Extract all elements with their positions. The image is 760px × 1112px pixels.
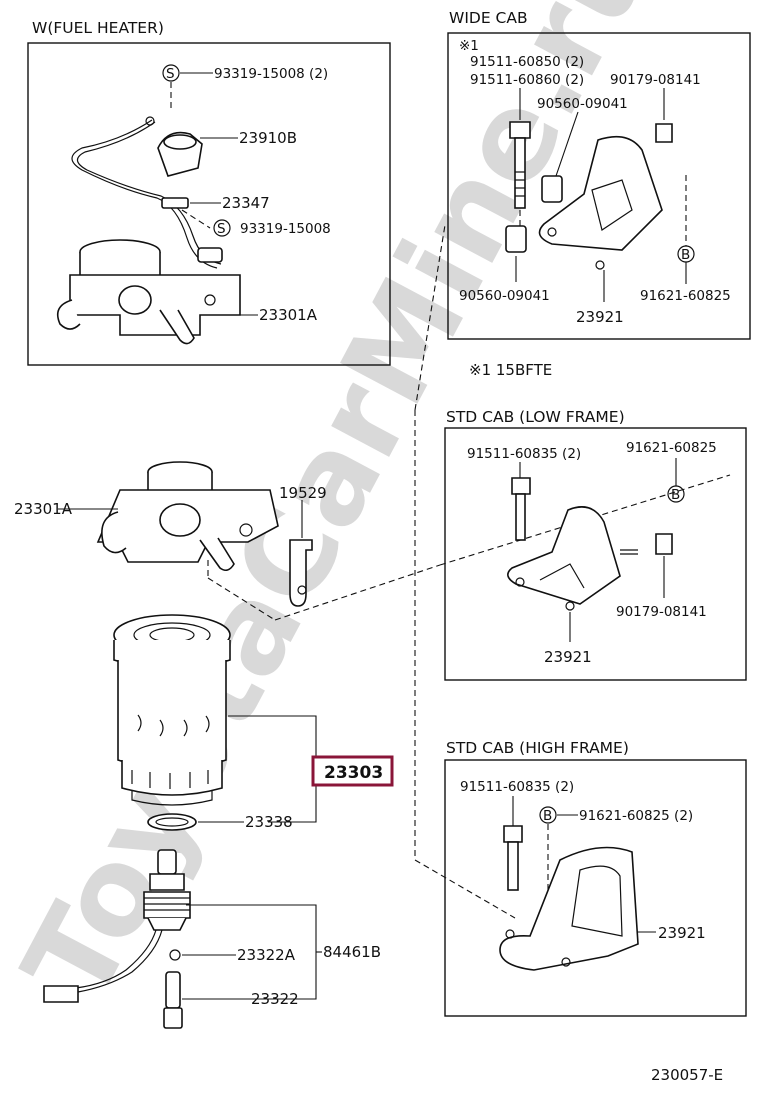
label-91511-60835-high: 91511-60835 (2) <box>460 779 574 795</box>
bolt <box>511 477 531 541</box>
label-90179-08141-low: 90179-08141 <box>616 604 707 620</box>
wide-cab-box <box>447 32 751 340</box>
std-high-title: STD CAB (HIGH FRAME) <box>446 739 629 757</box>
note-mark: ※1 <box>459 38 479 54</box>
label-23921-high: 23921 <box>658 924 706 942</box>
bracket-23921 <box>499 846 639 971</box>
label-23338: 23338 <box>245 813 293 831</box>
label-23322: 23322 <box>251 990 299 1008</box>
bracket-19529 <box>289 539 313 607</box>
engine-note: ※1 15BFTE <box>469 361 552 379</box>
fuel-filter-element <box>113 614 231 806</box>
s-mark-icon <box>213 219 231 237</box>
label-90179-08141: 90179-08141 <box>610 72 701 88</box>
wide-cab-title: WIDE CAB <box>449 9 528 27</box>
bracket-23921 <box>538 135 663 251</box>
heater-wire <box>71 119 218 269</box>
label-91511-60860: 91511-60860 (2) <box>470 72 584 88</box>
std-high-box <box>444 759 747 1017</box>
std-cab-high-section: STD CAB (HIGH FRAME) 91511-60835 (2) B 9… <box>444 739 747 1017</box>
filter-housing <box>96 461 279 572</box>
fuel-heater-box <box>27 42 391 366</box>
b-mark: B <box>671 487 680 503</box>
label-23910B: 23910B <box>239 129 297 147</box>
label-93319-15008: 93319-15008 <box>240 221 331 237</box>
figure-code: 230057-E <box>651 1066 723 1084</box>
oring <box>169 949 181 961</box>
label-91621-60825-low: 91621-60825 <box>626 440 717 456</box>
label-23921-low: 23921 <box>544 648 592 666</box>
label-23301A: 23301A <box>14 500 73 518</box>
std-low-box <box>444 427 747 681</box>
water-level-sensor <box>43 849 191 1029</box>
filter-housing-heater <box>56 239 241 345</box>
bolt <box>503 825 523 891</box>
fuel-heater-title: W(FUEL HEATER) <box>32 19 164 37</box>
std-cab-low-section: STD CAB (LOW FRAME) 91511-60835 (2) 9162… <box>444 408 747 681</box>
s-mark-label: S <box>166 66 175 82</box>
nut <box>655 533 673 555</box>
label-91621-60825-high: 91621-60825 (2) <box>579 808 693 824</box>
s-mark-label: S <box>217 221 226 237</box>
collar <box>541 175 563 203</box>
gasket <box>147 813 197 831</box>
label-93319-15008-2: 93319-15008 (2) <box>214 66 328 82</box>
highlight-box[interactable] <box>311 755 394 787</box>
b-mark: B <box>543 808 552 824</box>
clip <box>161 197 189 209</box>
label-84461B: 84461B <box>323 943 381 961</box>
b-mark: B <box>681 247 690 263</box>
connector <box>197 247 223 263</box>
collar <box>505 225 527 253</box>
label-91511-60835-low: 91511-60835 (2) <box>467 446 581 462</box>
label-23301A-top: 23301A <box>259 306 318 324</box>
label-23322A: 23322A <box>237 946 296 964</box>
label-23347: 23347 <box>222 194 270 212</box>
b-mark-icon <box>667 485 685 503</box>
fuel-heater-section: W(FUEL HEATER) S 93319-15008 (2) 23910B … <box>27 19 391 366</box>
highlighted-part-23303[interactable]: 23303 <box>324 763 383 783</box>
b-mark-icon <box>539 806 557 824</box>
label-23921-wide: 23921 <box>576 308 624 326</box>
wide-cab-section: WIDE CAB ※1 91511-60850 (2) 91511-60860 … <box>447 9 751 340</box>
bolt <box>509 121 531 209</box>
label-19529: 19529 <box>279 484 327 502</box>
label-90560-09041-top: 90560-09041 <box>537 96 628 112</box>
s-mark-icon <box>162 64 180 82</box>
bracket-23921 <box>507 506 621 605</box>
label-91621-60825-wide: 91621-60825 <box>640 288 731 304</box>
label-91511-60850: 91511-60850 (2) <box>470 54 584 70</box>
label-90560-09041-bottom: 90560-09041 <box>459 288 550 304</box>
nut <box>655 123 673 143</box>
std-low-title: STD CAB (LOW FRAME) <box>446 408 625 426</box>
